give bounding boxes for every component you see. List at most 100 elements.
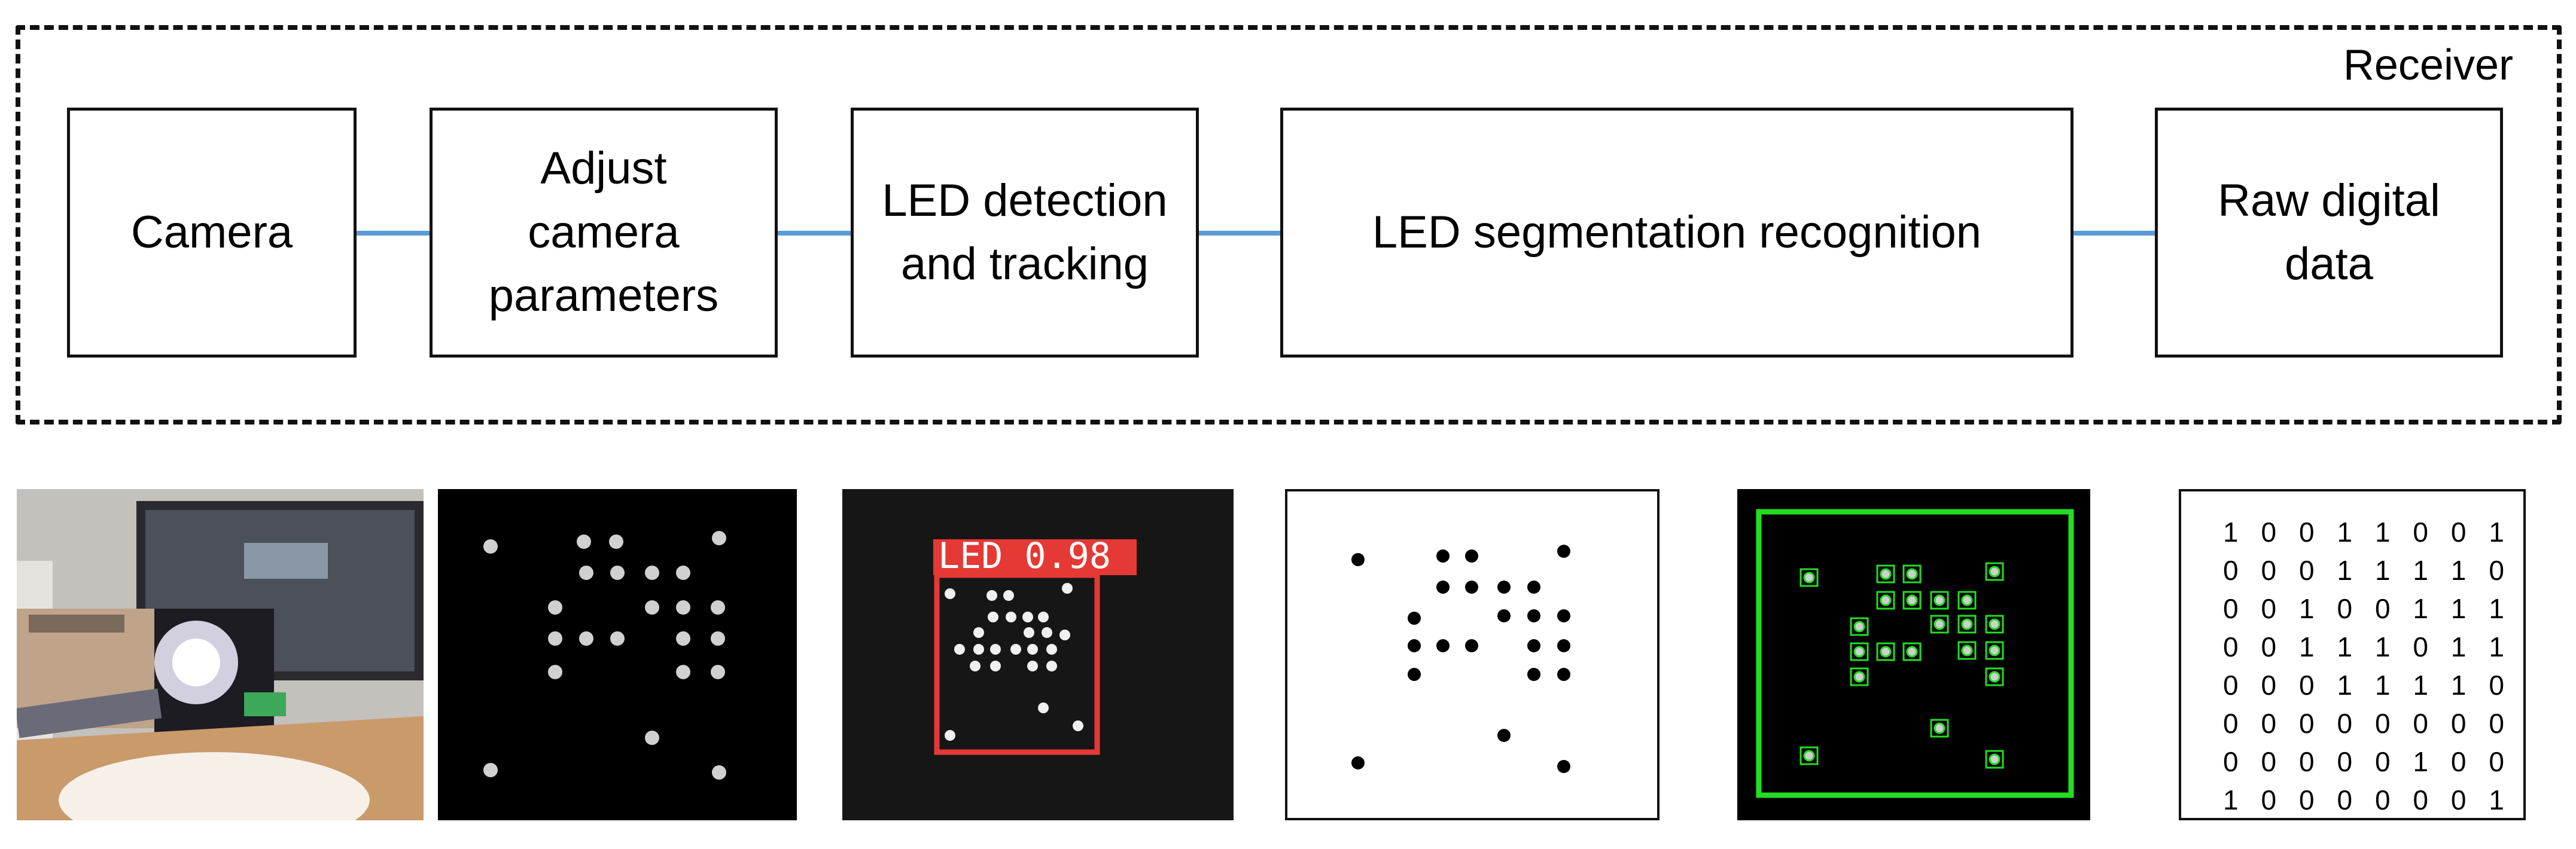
matrix-cell: 0 <box>2298 555 2315 586</box>
matrix-cell: 0 <box>2450 517 2467 548</box>
binary-dots <box>1351 545 1570 773</box>
segmentation-frame <box>1756 509 2074 798</box>
connector-1 <box>357 231 430 236</box>
matrix-cell: 0 <box>2298 746 2315 777</box>
matrix-cell: 1 <box>2337 631 2353 662</box>
led-segmentation-label: LED segmentation recognition <box>1372 206 1982 258</box>
camera-block: Camera <box>67 108 357 358</box>
binary-image <box>1285 489 1660 820</box>
matrix-cell: 1 <box>2450 631 2467 662</box>
matrix-cell: 1 <box>2223 517 2239 548</box>
connector-2 <box>778 231 851 236</box>
matrix-cell: 1 <box>2413 670 2429 701</box>
matrix-cell: 0 <box>2337 593 2353 624</box>
matrix-cell: 0 <box>2298 517 2315 548</box>
matrix-cell: 1 <box>2337 670 2353 701</box>
led-detection-block: LED detection and tracking <box>851 108 1199 358</box>
raw-data-block: Raw digital data <box>2155 108 2503 358</box>
matrix-cell: 0 <box>2261 670 2277 701</box>
detection-image: LED 0.98 <box>842 489 1234 820</box>
camera-scene-illustration <box>17 489 424 820</box>
adjust-parameters-label: Adjust camera parameters <box>488 143 719 322</box>
matrix-cell: 0 <box>2298 784 2315 816</box>
matrix-cell: 1 <box>2298 631 2315 662</box>
camera-photo <box>17 489 424 820</box>
matrix-cell: 0 <box>2337 746 2353 777</box>
matrix-cell: 1 <box>2489 593 2504 624</box>
matrix-cell: 1 <box>2337 555 2353 586</box>
segmentation-image <box>1737 489 2090 820</box>
matrix-cell: 0 <box>2223 631 2239 662</box>
matrix-cell: 1 <box>2374 517 2391 548</box>
matrix-cell: 1 <box>2374 555 2391 586</box>
raw-data-label: Raw digital data <box>2218 175 2440 289</box>
matrix-cell: 0 <box>2489 555 2504 586</box>
matrix-cell: 0 <box>2261 708 2277 739</box>
matrix-cell: 0 <box>2261 631 2277 662</box>
matrix-cell: 0 <box>2337 708 2353 739</box>
matrix-cell: 0 <box>2374 593 2391 624</box>
detection-bbox <box>934 572 1100 755</box>
matrix-cell: 0 <box>2337 784 2353 816</box>
matrix-cell: 0 <box>2374 708 2391 739</box>
matrix-cell: 1 <box>2450 670 2467 701</box>
matrix-cell: 0 <box>2413 631 2429 662</box>
matrix-cell: 1 <box>2413 593 2429 624</box>
matrix-cell: 0 <box>2450 784 2467 816</box>
matrix-cell: 1 <box>2489 517 2504 548</box>
connector-3 <box>1199 231 1280 236</box>
matrix-cell: 0 <box>2489 670 2504 701</box>
matrix-cell: 1 <box>2223 784 2239 816</box>
matrix-cell: 1 <box>2450 593 2467 624</box>
matrix-cell: 0 <box>2374 746 2391 777</box>
matrix-cell: 0 <box>2298 708 2315 739</box>
matrix-cell: 0 <box>2261 746 2277 777</box>
detection-overlay: LED 0.98 <box>933 535 1137 755</box>
connector-4 <box>2073 231 2155 236</box>
matrix-cell: 0 <box>2223 708 2239 739</box>
matrix-cell: 0 <box>2450 708 2467 739</box>
matrix-cell: 0 <box>2413 708 2429 739</box>
matrix-cell: 0 <box>2374 784 2391 816</box>
matrix-cell: 0 <box>2489 708 2504 739</box>
matrix-cell: 1 <box>2298 593 2315 624</box>
matrix-cell: 1 <box>2413 555 2429 586</box>
matrix-cell: 0 <box>2413 517 2429 548</box>
matrix-cell: 0 <box>2261 593 2277 624</box>
matrix-cell: 0 <box>2223 746 2239 777</box>
matrix-cell: 0 <box>2450 746 2467 777</box>
receiver-frame <box>16 25 2562 424</box>
matrix-cell: 1 <box>2374 670 2391 701</box>
dark-led-dots <box>483 531 726 780</box>
matrix-cell: 0 <box>2223 593 2239 624</box>
detection-label-bg <box>933 539 1137 575</box>
matrix-cell: 1 <box>2450 555 2467 586</box>
receiver-label: Receiver <box>2343 41 2513 89</box>
matrix-cell: 0 <box>2298 670 2315 701</box>
matrix-cell: 0 <box>2413 784 2429 816</box>
matrix-cell: 1 <box>2374 631 2391 662</box>
camera-block-label: Camera <box>130 206 293 258</box>
matrix-cell: 1 <box>2413 746 2429 777</box>
detection-label-text: LED 0.98 <box>938 535 1111 577</box>
segmentation-overlay <box>1756 509 2074 798</box>
matrix-cell: 1 <box>2337 517 2353 548</box>
dark-led-image <box>438 489 797 820</box>
matrix-cell: 1 <box>2489 784 2504 816</box>
matrix-cell: 0 <box>2223 670 2239 701</box>
adjust-parameters-block: Adjust camera parameters <box>430 108 778 358</box>
led-segmentation-block: LED segmentation recognition <box>1280 108 2073 358</box>
matrix-cell: 0 <box>2261 784 2277 816</box>
matrix-cell: 0 <box>2261 517 2277 548</box>
matrix-cell: 0 <box>2489 746 2504 777</box>
